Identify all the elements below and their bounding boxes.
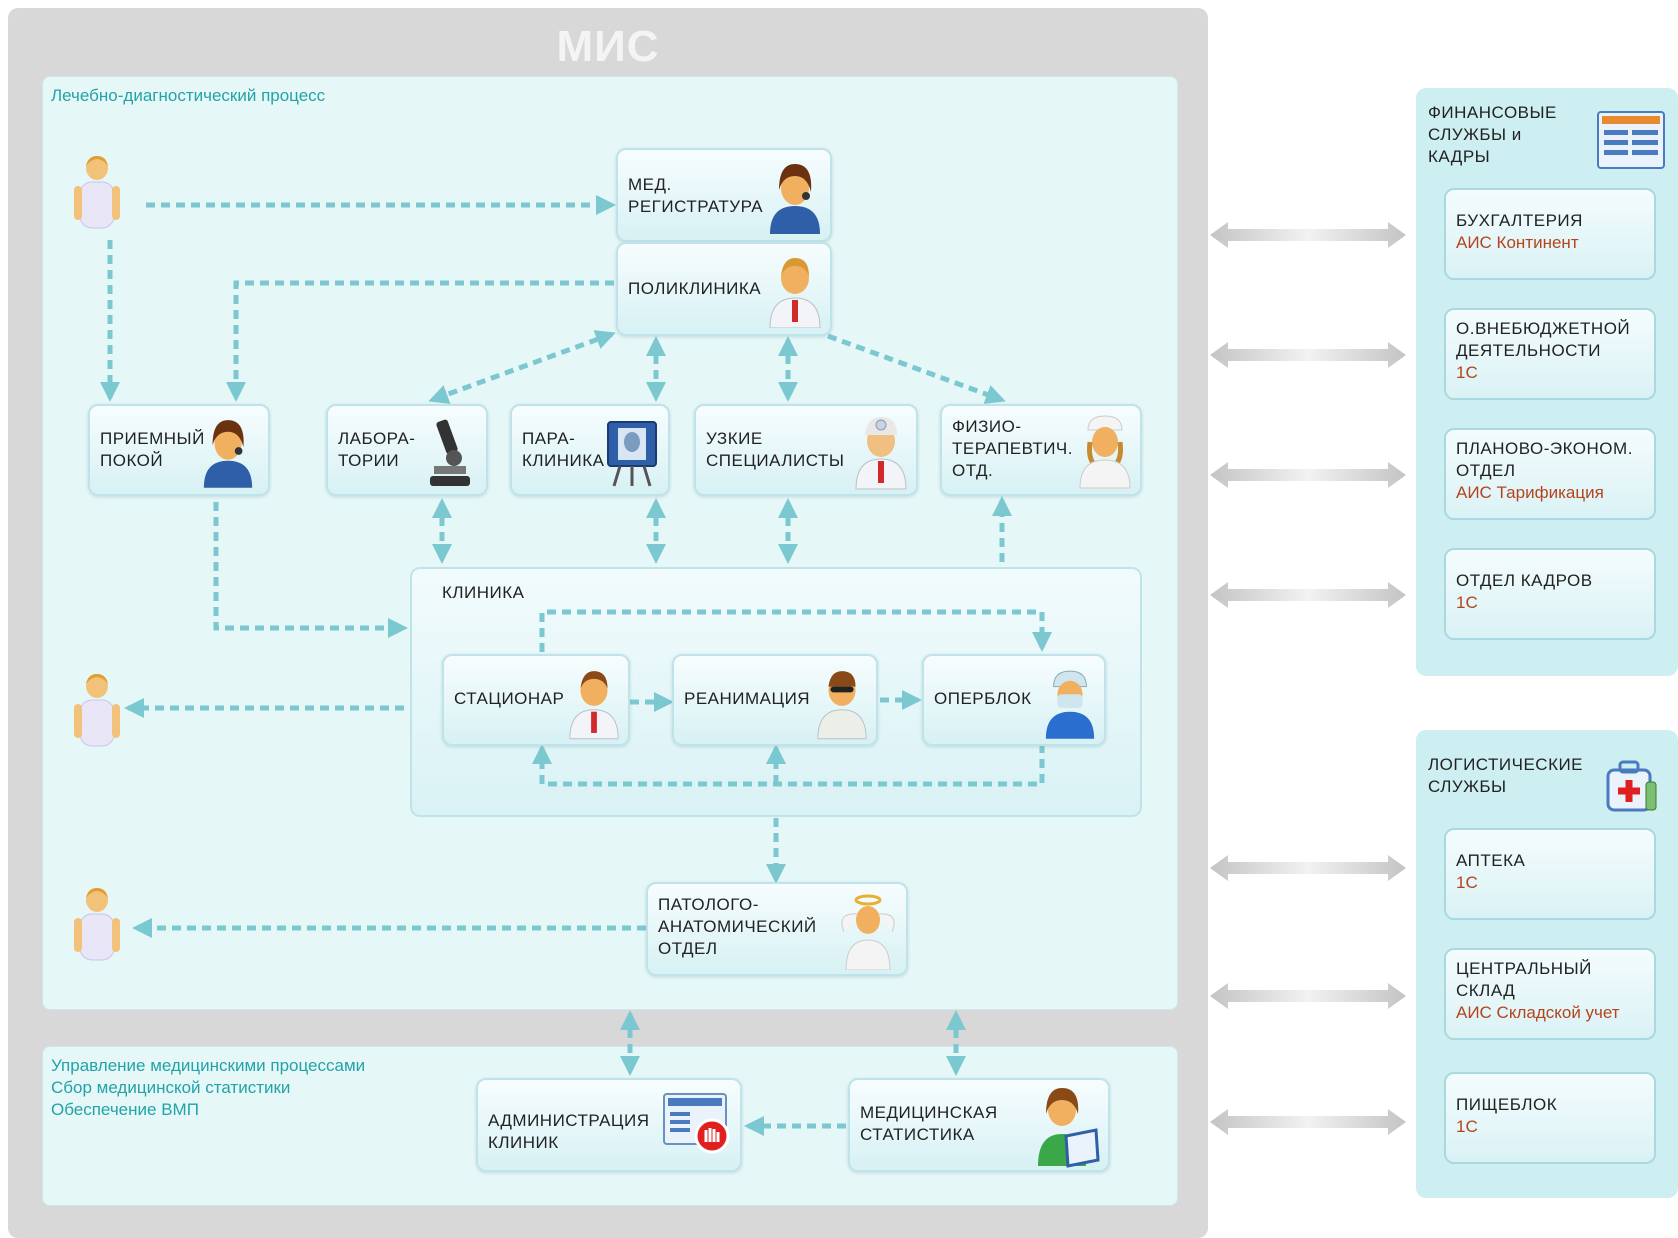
statistics-label: МЕДИЦИНСКАЯ СТАТИСТИКА xyxy=(860,1103,998,1144)
registry-node[interactable]: МЕД. РЕГИСТРАТУРА xyxy=(616,148,832,242)
physiotherapy-node[interactable]: ФИЗИО- ТЕРАПЕВТИЧ. ОТД. xyxy=(940,404,1142,496)
finance-item-system: 1С xyxy=(1456,593,1478,612)
logistics-item-system: АИС Складской учет xyxy=(1456,1003,1620,1022)
registry-label: МЕД. РЕГИСТРАТУРА xyxy=(628,175,764,216)
paraclinic-node[interactable]: ПАРА- КЛИНИКА xyxy=(510,404,670,496)
icu-doctor-icon xyxy=(817,671,867,740)
admin-label: АДМИНИСТРАЦИЯ КЛИНИК xyxy=(488,1111,650,1152)
receptionist-icon xyxy=(203,420,253,488)
finance-panel: ФИНАНСОВЫЕ СЛУЖБЫ и КАДРЫ БУХГАЛТЕРИЯ АИС… xyxy=(1416,88,1678,676)
arrow-polyclinic-physio xyxy=(827,333,1006,404)
first-aid-kit-icon xyxy=(1606,760,1657,812)
finance-item-hr[interactable]: ОТДЕЛ КАДРОВ 1С xyxy=(1444,548,1656,640)
finance-item-name: О.ВНЕБЮДЖЕТНОЙ ДЕЯТЕЛЬНОСТИ xyxy=(1456,319,1631,360)
arrow-polyclinic-labs xyxy=(428,330,616,404)
logistics-item-name: ПИЩЕБЛОК xyxy=(1456,1095,1558,1114)
patient-icon xyxy=(74,888,120,961)
arrow-admission-to-clinic xyxy=(213,502,408,638)
integration-arrow-7 xyxy=(1210,1109,1406,1135)
mis-title: МИС xyxy=(556,22,660,71)
integration-arrow-3 xyxy=(1210,462,1406,488)
finance-item-planning[interactable]: ПЛАНОВО-ЭКОНОМ. ОТДЕЛ АИС Тарификация xyxy=(1444,428,1656,520)
surgeon-icon xyxy=(1045,670,1095,739)
logistics-item-name: АПТЕКА xyxy=(1456,851,1526,870)
polyclinic-label: ПОЛИКЛИНИКА xyxy=(628,279,762,298)
logistics-item-system: 1С xyxy=(1456,873,1478,892)
specialists-label: УЗКИЕ СПЕЦИАЛИСТЫ xyxy=(706,429,845,470)
finance-item-system: АИС Тарификация xyxy=(1456,483,1604,502)
logistics-item-warehouse[interactable]: ЦЕНТРАЛЬНЫЙ СКЛАД АИС Складской учет xyxy=(1444,948,1656,1040)
management-caption: Управление медицинскими процессами Сбор … xyxy=(51,1056,366,1119)
xray-board-icon xyxy=(607,421,657,487)
icu-label: РЕАНИМАЦИЯ xyxy=(684,689,811,708)
angel-icon xyxy=(841,894,895,970)
treatment-process-area: Лечебно-диагностический процесс xyxy=(42,76,1178,1010)
admin-stop-icon xyxy=(663,1093,730,1154)
surgery-node[interactable]: ОПЕРБЛОК xyxy=(922,654,1106,746)
finance-title: ФИНАНСОВЫЕ СЛУЖБЫ и КАДРЫ xyxy=(1428,103,1557,166)
nurse-icon xyxy=(1079,415,1131,489)
pathology-label: ПАТОЛОГО- АНАТОМИЧЕСКИЙ ОТДЕЛ xyxy=(658,895,817,958)
doctor-icon xyxy=(569,671,619,740)
logistics-item-catering[interactable]: ПИЩЕБЛОК 1С xyxy=(1444,1072,1656,1164)
arrow-surgery-return xyxy=(532,744,1045,787)
finance-item-name: БУХГАЛТЕРИЯ xyxy=(1456,211,1583,230)
microscope-icon xyxy=(430,419,470,486)
logistics-panel: ЛОГИСТИЧЕСКИЕ СЛУЖБЫ АПТЕКА 1С ЦЕНТРАЛЬНЫ… xyxy=(1416,730,1678,1198)
logistics-title: ЛОГИСТИЧЕСКИЕ СЛУЖБЫ xyxy=(1428,755,1584,796)
finance-item-system: АИС Континент xyxy=(1456,233,1579,252)
logistics-item-name: ЦЕНТРАЛЬНЫЙ СКЛАД xyxy=(1456,959,1592,1000)
finance-item-name: ПЛАНОВО-ЭКОНОМ. ОТДЕЛ xyxy=(1456,439,1633,480)
finance-item-system: 1С xyxy=(1456,363,1478,382)
polyclinic-node[interactable]: ПОЛИКЛИНИКА xyxy=(616,242,832,336)
hospital-label: СТАЦИОНАР xyxy=(454,689,565,708)
patient-icon xyxy=(74,156,120,229)
integration-arrow-6 xyxy=(1210,983,1406,1009)
finance-form-icon xyxy=(1597,111,1665,169)
integration-arrows xyxy=(1210,222,1406,1135)
integration-arrow-5 xyxy=(1210,855,1406,881)
patient-icon xyxy=(74,674,120,747)
logistics-item-pharmacy[interactable]: АПТЕКА 1С xyxy=(1444,828,1656,920)
admission-node[interactable]: ПРИЕМНЫЙ ПОКОЙ xyxy=(88,404,270,496)
admin-node[interactable]: АДМИНИСТРАЦИЯ КЛИНИК xyxy=(476,1078,742,1172)
receptionist-icon xyxy=(770,164,820,234)
paraclinic-label: ПАРА- КЛИНИКА xyxy=(522,429,605,470)
integration-arrow-4 xyxy=(1210,582,1406,608)
physiotherapy-label: ФИЗИО- ТЕРАПЕВТИЧ. ОТД. xyxy=(952,417,1073,480)
admission-label: ПРИЕМНЫЙ ПОКОЙ xyxy=(100,429,205,470)
statistician-icon xyxy=(1038,1088,1100,1168)
arrow-hospital-to-surgery xyxy=(539,609,1052,652)
integration-arrow-2 xyxy=(1210,342,1406,368)
arrow-polyclinic-to-admission xyxy=(226,280,614,402)
clinic-label: КЛИНИКА xyxy=(442,583,525,602)
finance-item-accounting[interactable]: БУХГАЛТЕРИЯ АИС Континент xyxy=(1444,188,1656,280)
treatment-process-caption: Лечебно-диагностический процесс xyxy=(51,86,326,105)
specialists-node[interactable]: УЗКИЕ СПЕЦИАЛИСТЫ xyxy=(694,404,918,496)
specialist-doctor-icon xyxy=(855,417,907,490)
surgery-label: ОПЕРБЛОК xyxy=(934,689,1032,708)
icu-node[interactable]: РЕАНИМАЦИЯ xyxy=(672,654,878,746)
pathology-node[interactable]: ПАТОЛОГО- АНАТОМИЧЕСКИЙ ОТДЕЛ xyxy=(646,882,908,976)
statistics-node[interactable]: МЕДИЦИНСКАЯ СТАТИСТИКА xyxy=(848,1078,1110,1172)
labs-node[interactable]: ЛАБОРА- ТОРИИ xyxy=(326,404,488,496)
doctor-icon xyxy=(769,258,821,328)
labs-label: ЛАБОРА- ТОРИИ xyxy=(338,429,416,470)
hospital-node[interactable]: СТАЦИОНАР xyxy=(442,654,630,746)
finance-item-name: ОТДЕЛ КАДРОВ xyxy=(1456,571,1593,590)
finance-item-extrabudget[interactable]: О.ВНЕБЮДЖЕТНОЙ ДЕЯТЕЛЬНОСТИ 1С xyxy=(1444,308,1656,400)
integration-arrow-1 xyxy=(1210,222,1406,248)
logistics-item-system: 1С xyxy=(1456,1117,1478,1136)
